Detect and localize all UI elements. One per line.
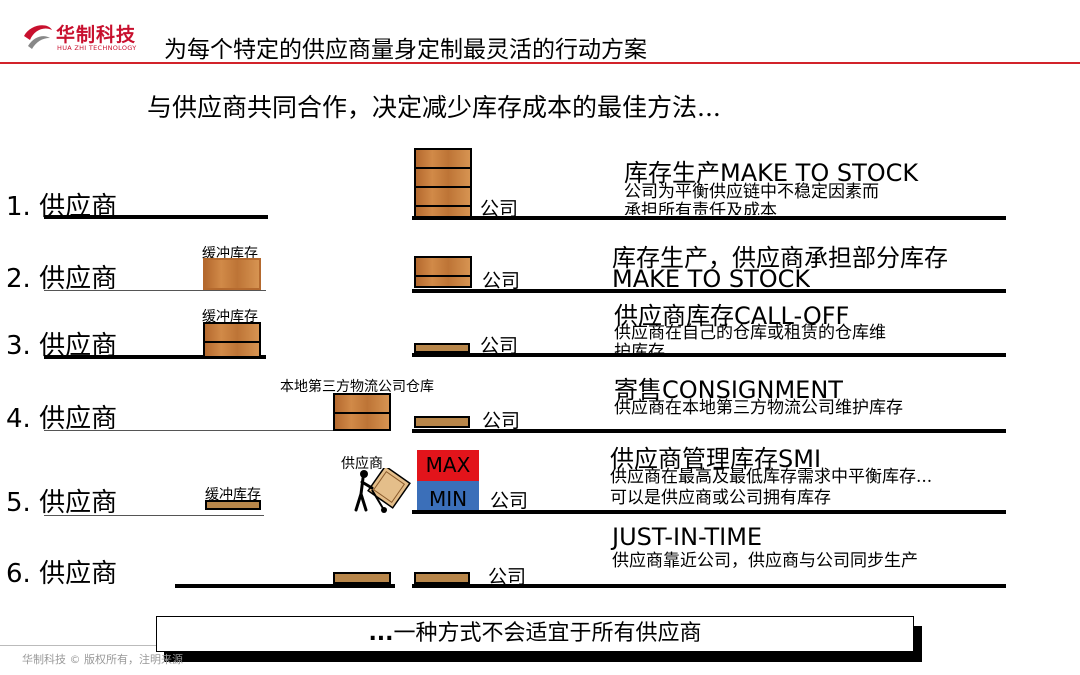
min-inventory-box: MIN bbox=[417, 481, 479, 511]
page-title: 为每个特定的供应商量身定制最灵活的行动方案 bbox=[164, 37, 647, 63]
row-3-desc-line-1: 供应商在自己的仓库或租赁的仓库维 bbox=[614, 323, 886, 343]
header-divider bbox=[0, 62, 1080, 64]
footer-divider bbox=[0, 645, 160, 646]
row-4-warehouse-label: 本地第三方物流公司仓库 bbox=[280, 379, 434, 395]
logo-text: 华制科技 bbox=[56, 24, 137, 46]
row-1-company-line bbox=[412, 216, 1006, 220]
row-3-mode-title: 供应商库存CALL-OFF bbox=[614, 302, 850, 330]
row-1-desc-line-2: 承担所有责任及成本 bbox=[624, 201, 777, 215]
row-4-company-box bbox=[414, 416, 470, 428]
company-logo-icon bbox=[24, 25, 52, 49]
row-5-supplier-tag: 供应商 bbox=[341, 456, 383, 472]
row-1-desc-line-1: 公司为平衡供应链中不稳定因素而 bbox=[624, 182, 879, 202]
row-1-mode-title: 库存生产MAKE TO STOCK bbox=[624, 159, 919, 187]
row-1-inventory-stack bbox=[414, 148, 472, 218]
row-2-company-label: 公司 bbox=[482, 270, 521, 292]
row-6-company-line bbox=[412, 584, 1006, 588]
row-3-company-label: 公司 bbox=[480, 335, 519, 357]
row-5-company-line bbox=[412, 510, 1006, 514]
row-3-company-line bbox=[412, 353, 1006, 357]
row-4-label: 4. 供应商 bbox=[6, 404, 118, 434]
row-2-mode-title: 库存生产，供应商承担部分库存 bbox=[612, 244, 948, 272]
row-3-buffer-label: 缓冲库存 bbox=[202, 309, 258, 325]
row-4-supplier-line bbox=[44, 430, 389, 431]
row-6-mode-title: JUST-IN-TIME bbox=[612, 523, 763, 551]
conclusion-banner: ...一种方式不会适宜于所有供应商 bbox=[156, 616, 914, 652]
row-4-company-label: 公司 bbox=[482, 410, 521, 432]
slide-subtitle: 与供应商共同合作，决定减少库存成本的最佳方法... bbox=[147, 93, 721, 122]
row-2-company-line bbox=[412, 289, 1006, 293]
logo-subtext: HUA ZHI TECHNOLOGY bbox=[57, 44, 137, 52]
row-2-supplier-line bbox=[44, 290, 266, 291]
banner-text: 一种方式不会适宜于所有供应商 bbox=[393, 621, 702, 646]
row-6-supplier-line bbox=[175, 584, 395, 588]
row-2-label: 2. 供应商 bbox=[6, 264, 118, 294]
row-5-label: 5. 供应商 bbox=[6, 488, 118, 518]
banner-ellipsis: ... bbox=[368, 621, 394, 646]
row-5-buffer-label: 缓冲库存 bbox=[205, 487, 261, 503]
row-5-supplier-line bbox=[44, 515, 264, 516]
row-4-company-line bbox=[412, 429, 1006, 433]
delivery-worker-icon bbox=[354, 468, 411, 513]
row-4-mode-title: 寄售CONSIGNMENT bbox=[614, 376, 843, 404]
max-inventory-box: MAX bbox=[417, 450, 479, 481]
row-6-company-box bbox=[414, 572, 470, 584]
row-1-company-label: 公司 bbox=[480, 198, 519, 220]
row-3-company-box bbox=[414, 343, 470, 353]
row-2-company-box bbox=[414, 256, 472, 288]
row-4-desc-line-1: 供应商在本地第三方物流公司维护库存 bbox=[614, 398, 903, 418]
row-1-supplier-line bbox=[44, 215, 268, 219]
row-5-buffer-box bbox=[205, 500, 261, 510]
row-3-supplier-line bbox=[44, 355, 266, 359]
row-2-mode-subtitle: MAKE TO STOCK bbox=[612, 265, 811, 289]
row-6-company-label: 公司 bbox=[488, 566, 527, 588]
row-6-label: 6. 供应商 bbox=[6, 559, 118, 589]
row-4-warehouse-box bbox=[333, 393, 391, 431]
footer-copyright: 华制科技 © 版权所有，注明来源 bbox=[22, 653, 183, 666]
row-2-buffer-box bbox=[203, 258, 261, 290]
row-6-desc-line-1: 供应商靠近公司，供应商与公司同步生产 bbox=[612, 551, 918, 571]
row-3-desc-line-2: 护库存 bbox=[614, 342, 665, 356]
row-5-mode-title: 供应商管理库存SMI bbox=[610, 445, 822, 473]
row-6-supplier-box bbox=[333, 572, 391, 584]
row-5-desc-line-1: 供应商在最高及最低库存需求中平衡库存... bbox=[610, 467, 933, 487]
row-5-desc-line-2: 可以是供应商或公司拥有库存 bbox=[610, 488, 831, 508]
row-3-buffer-box bbox=[203, 322, 261, 358]
row-5-company-label: 公司 bbox=[490, 490, 529, 512]
